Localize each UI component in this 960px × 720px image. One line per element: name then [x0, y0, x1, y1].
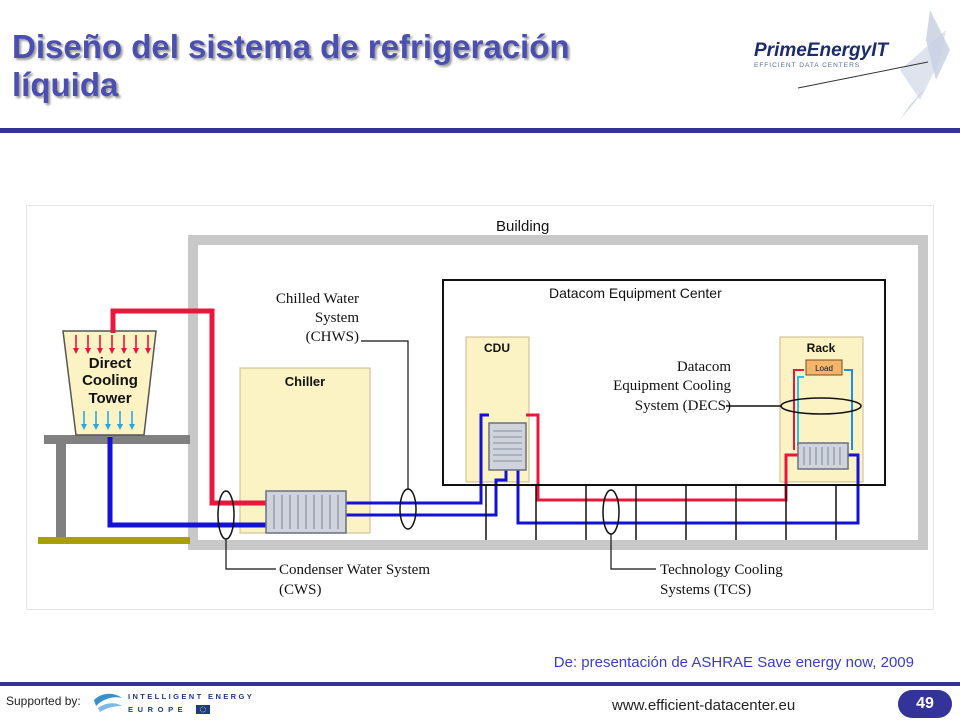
building-wall [188, 235, 928, 550]
page-number-badge: 49 [898, 690, 952, 718]
cooling-tower [62, 330, 157, 436]
cws-cold-pipe [107, 437, 266, 528]
load-label: Load [815, 364, 833, 373]
tcs-label-1: Technology Cooling [660, 562, 783, 578]
building-label: Building [496, 218, 549, 235]
tcs-label-2: Systems (TCS) [660, 582, 751, 598]
cdu-label: CDU [484, 341, 510, 355]
website-url[interactable]: www.efficient-datacenter.eu [612, 697, 796, 714]
chws-supply-pipe [346, 413, 489, 505]
iee-logo-line1: INTELLIGENT ENERGY [128, 692, 254, 701]
ground [38, 537, 190, 544]
floor-tiles [485, 485, 837, 540]
datacom-center-label: Datacom Equipment Center [549, 285, 722, 301]
chiller-heat-exchanger [265, 490, 347, 534]
cws-hot-pipe [110, 308, 266, 506]
rack-heat-exchanger [797, 442, 849, 470]
cws-label-1: Condenser Water System [279, 562, 430, 578]
iee-logo-line2: EUROPE [128, 705, 187, 714]
tower-label-3: Tower [88, 390, 131, 407]
load-box [805, 359, 843, 376]
cdu-heat-exchanger [488, 422, 527, 471]
cws-leader [225, 539, 276, 570]
tcs-cold-pipe [516, 453, 860, 525]
rack-label: Rack [807, 341, 836, 355]
supported-by-label: Supported by: [6, 694, 81, 708]
logo-text: PrimeEnergyIT [754, 40, 889, 61]
decs-label-1: Datacom [677, 359, 731, 375]
chws-leader [361, 340, 409, 489]
tcs-leader [610, 534, 656, 570]
chws-label-2: System [315, 310, 360, 326]
tower-label-1: Direct [89, 355, 132, 372]
rack-hot-loop [793, 369, 804, 450]
tower-leg [56, 444, 66, 537]
tower-platform [44, 435, 190, 444]
logo-subtext: EFFICIENT DATA CENTERS [754, 62, 860, 69]
decs-label-3: System (DECS) [635, 398, 731, 414]
tcs-hot-pipe [526, 413, 798, 502]
source-caption: De: presentación de ASHRAE Save energy n… [553, 654, 914, 671]
bottom-rule [0, 682, 960, 686]
top-rule [0, 128, 960, 133]
tower-label-2: Cooling [82, 372, 138, 389]
chws-label-3: (CHWS) [306, 329, 359, 345]
cooling-diagram: Building Datacom Equipment Center Direct… [26, 205, 934, 610]
decs-label-2: Equipment Cooling [613, 378, 731, 394]
primeenergyit-logo: PrimeEnergyIT EFFICIENT DATA CENTERS [754, 10, 950, 120]
rack-cold-loop [844, 369, 853, 450]
cws-label-2: (CWS) [279, 582, 322, 598]
chws-return-pipe [346, 470, 508, 517]
chiller-label: Chiller [285, 374, 325, 389]
slide-title: Diseño del sistema de refrigeración líqu… [12, 28, 570, 103]
intelligent-energy-europe-logo: INTELLIGENT ENERGY EUROPE [94, 692, 254, 714]
chws-label-1: Chilled Water [276, 291, 359, 307]
